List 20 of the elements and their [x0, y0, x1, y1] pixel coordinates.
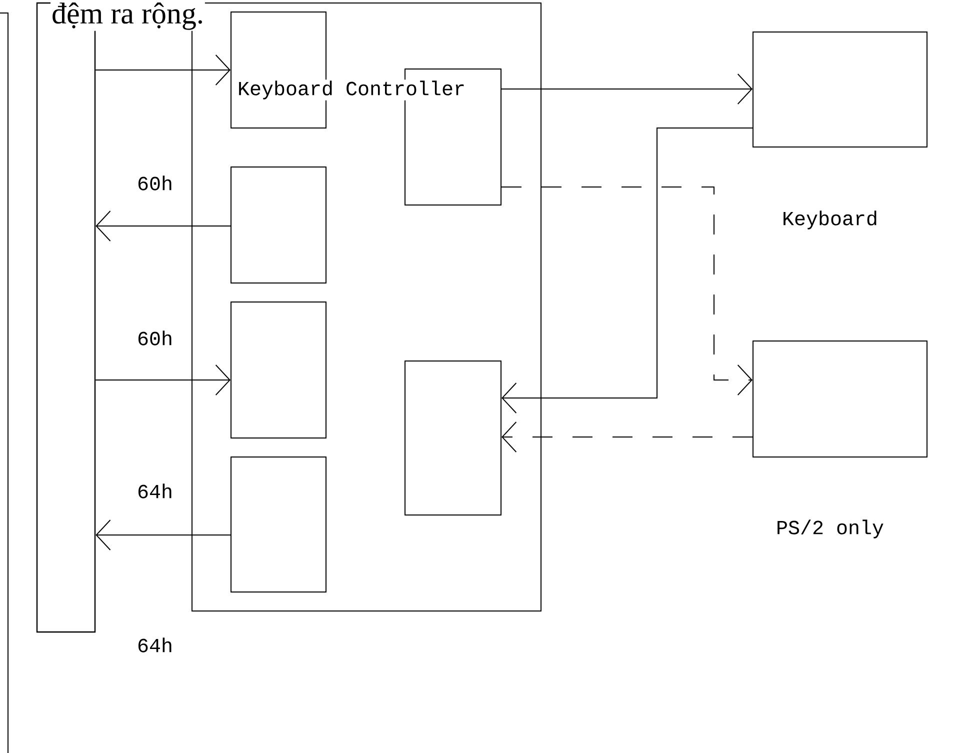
register-box: PS/2 only: [752, 340, 928, 538]
port-label: 60h: [138, 176, 172, 190]
port-label: 64h: [138, 484, 172, 498]
register-box: [230, 166, 326, 284]
arrow: [95, 54, 230, 86]
node-label: PS/2 only: [778, 520, 884, 538]
node-label: Keyboard: [784, 210, 876, 230]
register-box: [404, 360, 502, 516]
register-box: [230, 302, 326, 438]
register-box: Keyboard: [752, 32, 928, 230]
port-label: 64h: [138, 638, 172, 652]
port-label: 60h: [138, 330, 172, 346]
arrow: [96, 520, 231, 550]
register-box: [230, 456, 326, 592]
arrow: [501, 74, 752, 104]
arrow: [502, 422, 753, 452]
arrow: [96, 210, 231, 242]
arrow: [502, 128, 753, 414]
arrow: [501, 186, 752, 396]
arrow: [95, 364, 230, 396]
